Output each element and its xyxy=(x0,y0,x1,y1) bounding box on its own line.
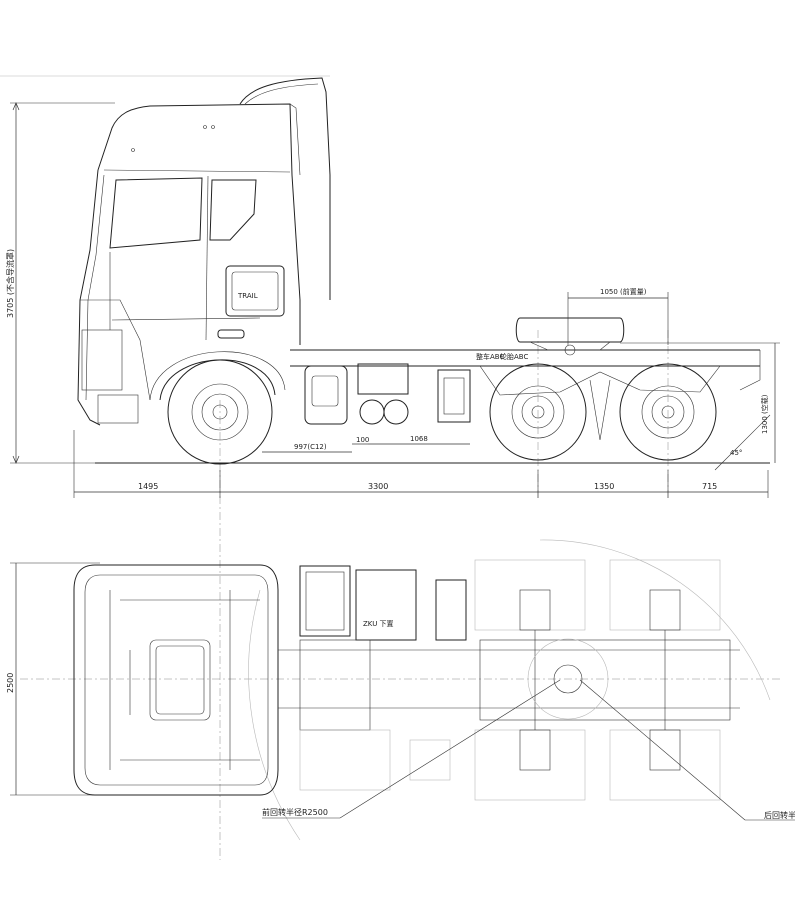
frame-left-tag: 整车ABC xyxy=(476,352,504,361)
chassis-components xyxy=(304,363,471,425)
front-overhang-label: 1495 xyxy=(138,482,158,491)
overall-height-dimension: 3705 (不含导流罩) xyxy=(5,102,160,464)
rear-wheel-1 xyxy=(489,363,587,461)
rear-turning-radius-label: 后回转半 xyxy=(764,810,795,820)
fifth-wheel-offset-label: 1050 (前置量) xyxy=(600,287,647,296)
overall-width-dimension: 2500 xyxy=(6,562,100,796)
battery-width-label: 1068 xyxy=(410,435,428,443)
cab: TRAIL xyxy=(77,77,331,426)
turning-radius-labels: 前回转半径R2500 后回转半 xyxy=(262,679,795,821)
frame-right-tag: 轮胎ABC xyxy=(500,352,528,361)
wheelbase-1-label: 3300 xyxy=(368,482,388,491)
fifth-wheel-height-label: 1300 (空载) xyxy=(760,394,769,434)
side-view: 3705 (不含导流罩) TRAIL xyxy=(0,75,780,860)
front-turning-radius-label: 前回转半径R2500 xyxy=(262,807,328,817)
cab-side-tag: TRAIL xyxy=(237,292,258,300)
overall-width-label: 2500 xyxy=(6,673,15,693)
chassis-top: ZKU 下置 xyxy=(278,565,740,791)
fifth-wheel xyxy=(515,317,625,356)
departure-angle-label: 45° xyxy=(730,449,742,457)
fifth-wheel-height-dimension: 1300 (空载) xyxy=(620,342,780,463)
cab-top xyxy=(73,564,279,796)
rear-overhang-label: 715 xyxy=(702,482,717,491)
rear-axle-group: 45° xyxy=(479,363,771,471)
tank-offset-label: 997(C12) xyxy=(294,443,327,451)
component-dimensions: 997(C12) 100 1068 xyxy=(262,435,470,453)
top-view: 2500 ZKU 下置 xyxy=(6,539,795,841)
overall-height-label: 3705 (不含导流罩) xyxy=(5,249,15,318)
chassis-frame: 整车ABC 轮胎ABC xyxy=(290,349,761,391)
fifth-wheel-offset-dimension: 1050 (前置量) xyxy=(567,287,669,345)
front-wheel xyxy=(167,359,273,465)
gap-label: 100 xyxy=(356,436,369,444)
length-dimensions: 1495 3300 1350 715 xyxy=(73,430,769,498)
rear-wheel-2 xyxy=(619,363,717,461)
wheelbase-2-label: 1350 xyxy=(594,482,614,491)
rear-axles-top xyxy=(474,559,731,801)
battery-box-tag: ZKU 下置 xyxy=(363,620,394,628)
